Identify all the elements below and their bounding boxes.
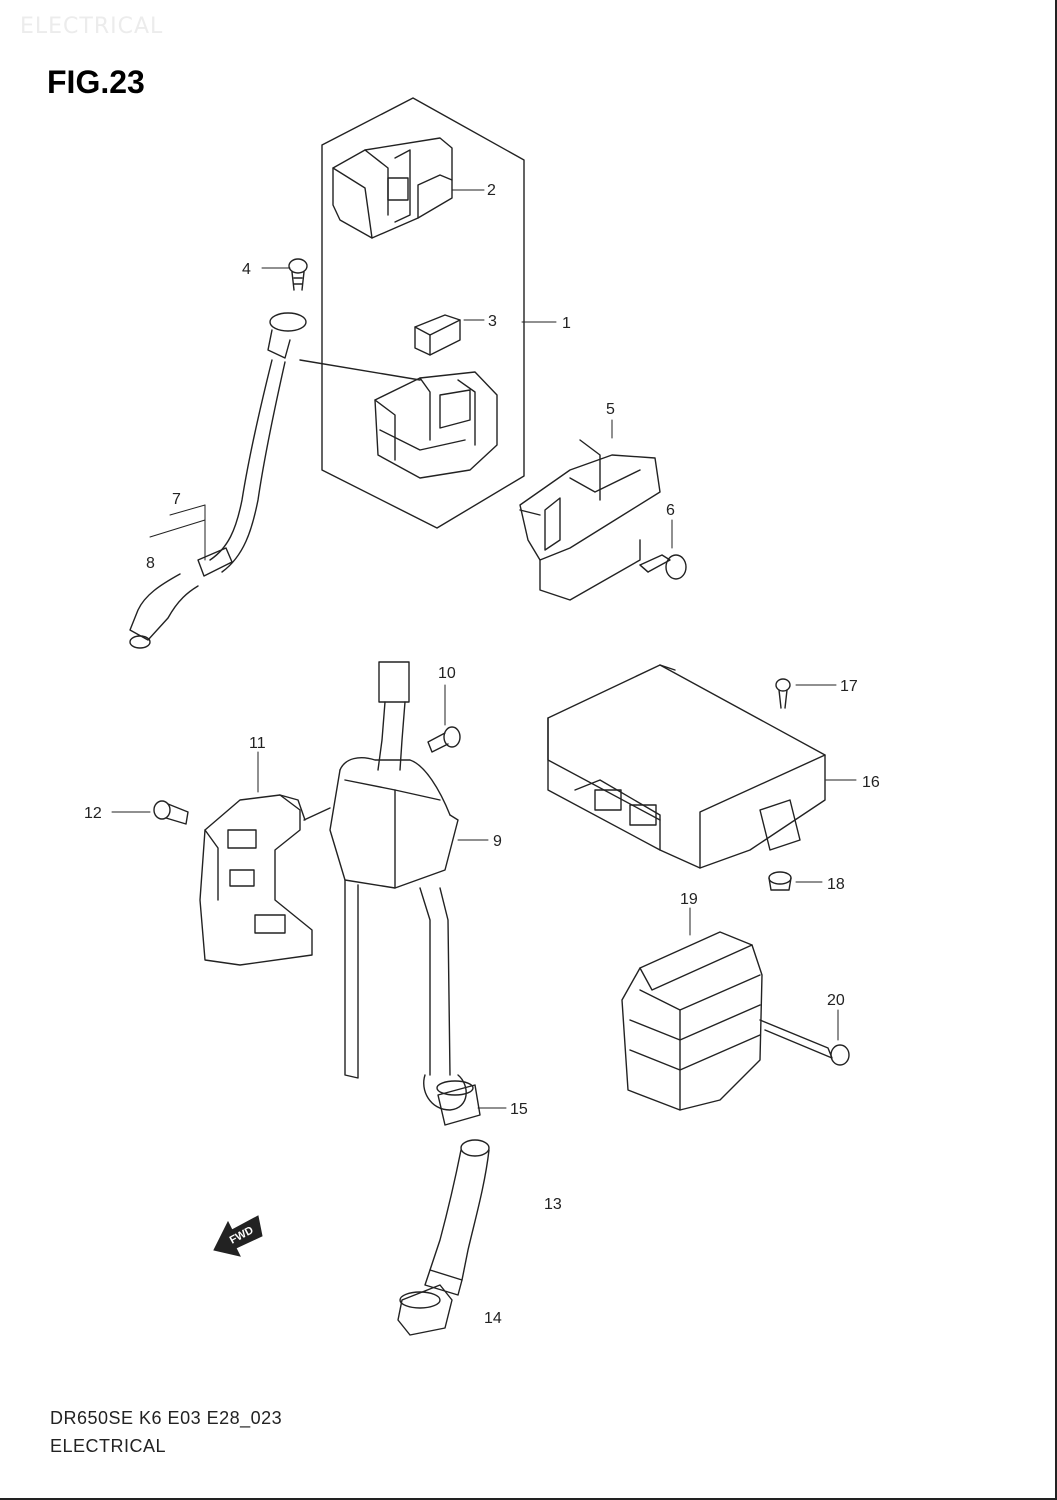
callout-11: 11 xyxy=(249,735,266,752)
part-1-group-outline xyxy=(321,97,525,529)
fwd-arrow-icon: FWD xyxy=(213,1215,263,1257)
callout-18: 18 xyxy=(827,876,845,893)
callout-1: 1 xyxy=(562,315,571,332)
callout-4: 4 xyxy=(242,261,251,278)
callout-12: 12 xyxy=(84,805,102,822)
callout-14: 14 xyxy=(484,1310,502,1327)
part-18-grommet xyxy=(768,871,792,891)
part-2-relay xyxy=(332,137,453,239)
callout-numbers: 1 2 3 4 5 6 7 8 9 10 11 12 13 14 15 16 1… xyxy=(84,182,880,1327)
part-12-bolt xyxy=(153,800,189,825)
part-11-bracket xyxy=(199,794,313,966)
callout-20: 20 xyxy=(827,992,845,1009)
leader-lines xyxy=(111,189,857,1109)
part-1-starter-relay xyxy=(299,359,498,479)
part-13-spark-plug-cap xyxy=(424,1139,490,1296)
figure-title: FIG.23 xyxy=(47,64,145,100)
callout-16: 16 xyxy=(862,774,880,791)
footer-section-name: ELECTRICAL xyxy=(50,1436,167,1456)
part-20-bolt xyxy=(759,1019,850,1066)
callout-3: 3 xyxy=(488,313,497,330)
part-3-fuse xyxy=(414,314,461,356)
watermark-text: ELECTRICAL xyxy=(20,14,164,39)
callout-7: 7 xyxy=(172,491,181,508)
callout-9: 9 xyxy=(493,833,502,850)
part-6-bolt xyxy=(639,554,687,580)
part-5-bracket xyxy=(519,439,661,601)
part-14-seal xyxy=(397,1284,453,1336)
part-4-screw xyxy=(288,258,308,291)
part-7-8-cable xyxy=(129,312,307,649)
callout-17: 17 xyxy=(840,678,858,695)
part-17-screw xyxy=(775,678,791,709)
part-10-screw xyxy=(427,726,461,753)
callout-15: 15 xyxy=(510,1101,528,1118)
part-15-cap xyxy=(436,1080,481,1126)
part-19-regulator xyxy=(621,931,763,1111)
callout-2: 2 xyxy=(487,182,496,199)
frame-border-bottom xyxy=(0,1498,1057,1500)
callout-6: 6 xyxy=(666,502,675,519)
callout-10: 10 xyxy=(438,665,456,682)
callout-5: 5 xyxy=(606,401,615,418)
part-16-ecm xyxy=(547,664,826,869)
part-9-ignition-coil xyxy=(303,661,467,1111)
callout-13: 13 xyxy=(544,1196,562,1213)
footer-diagram-code: DR650SE K6 E03 E28_023 xyxy=(50,1408,283,1428)
callout-19: 19 xyxy=(680,891,698,908)
callout-8: 8 xyxy=(146,555,155,572)
frame-border-right xyxy=(1055,0,1057,1500)
